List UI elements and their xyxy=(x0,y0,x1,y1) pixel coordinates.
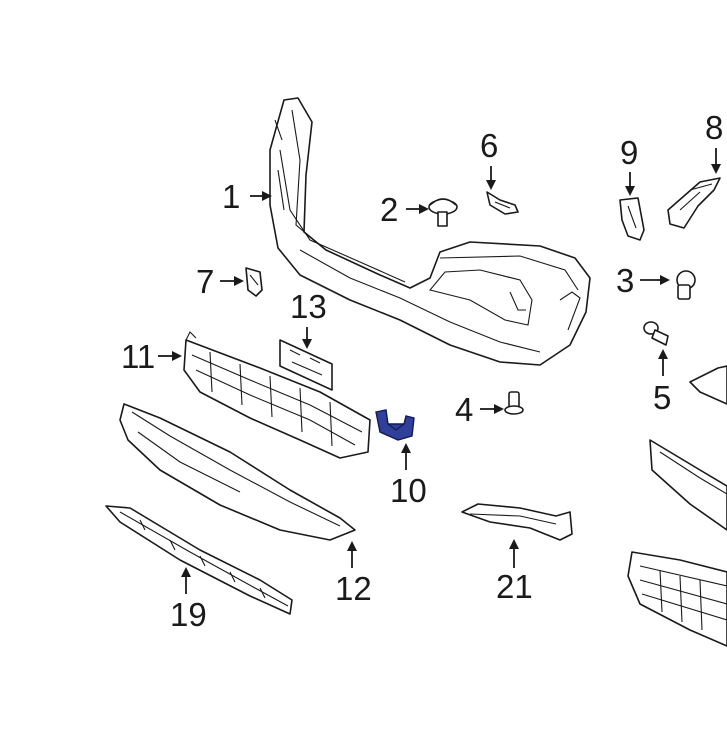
part-1-bumper-cover[interactable] xyxy=(269,97,591,366)
callout-19: 19 xyxy=(170,596,207,633)
callout-9: 9 xyxy=(620,134,638,171)
part-9-retainer[interactable] xyxy=(619,197,645,241)
callout-13: 13 xyxy=(290,288,327,325)
callout-5: 5 xyxy=(653,379,671,416)
callout-3: 3 xyxy=(616,262,634,299)
part-11-grille[interactable] xyxy=(183,331,371,459)
callout-4: 4 xyxy=(455,391,473,428)
part-21-deflector[interactable] xyxy=(461,503,573,541)
callout-2: 2 xyxy=(380,191,398,228)
part-3-screw[interactable] xyxy=(676,270,696,300)
part-12-lower-panel[interactable] xyxy=(119,403,356,541)
part-7-clip[interactable] xyxy=(245,267,263,297)
part-8-side-bracket[interactable] xyxy=(667,177,721,229)
part-2-push-clip[interactable] xyxy=(428,198,458,227)
part-13-bracket-plate[interactable] xyxy=(279,339,333,391)
leader-arrows xyxy=(158,148,721,594)
part-5-bolt[interactable] xyxy=(643,321,669,346)
part-6-bracket[interactable] xyxy=(486,191,519,215)
partial-part-right-lower xyxy=(627,551,727,647)
callout-12: 12 xyxy=(335,570,372,607)
callout-11: 11 xyxy=(121,338,155,375)
callout-1: 1 xyxy=(222,178,240,215)
part-4-rivet[interactable] xyxy=(504,391,524,415)
partial-part-right-upper xyxy=(649,365,727,531)
callout-21: 21 xyxy=(496,568,533,605)
callout-8: 8 xyxy=(705,109,723,146)
part-10-highlighted-bracket[interactable] xyxy=(375,409,415,441)
callout-6: 6 xyxy=(480,127,498,164)
callout-7: 7 xyxy=(196,263,214,300)
part-19-lower-strip[interactable] xyxy=(105,505,293,615)
callout-10: 10 xyxy=(390,472,427,509)
